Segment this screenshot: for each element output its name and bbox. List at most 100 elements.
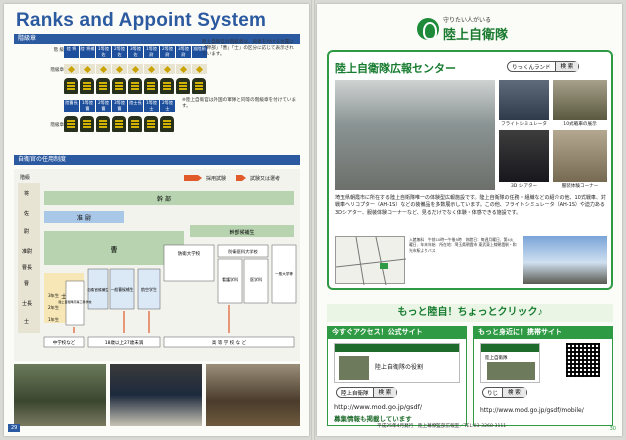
screenshot-bar [481, 344, 539, 352]
entry-label: 18歳以上27歳未満 [105, 339, 144, 346]
school-name: 防衛大学校 [178, 250, 201, 257]
shoulder-board-icon [96, 78, 110, 94]
gsdf-logo: 守りたい人がいる 陸上自衛隊 [417, 12, 527, 46]
officer-rank-row: 陸 将 陸 将補 1等陸佐 2等陸佐 3等陸佐 1等陸尉 2等陸尉 3等陸尉 准… [64, 46, 207, 58]
mobile-site-screenshot[interactable]: 陸上自衛隊 [480, 343, 540, 383]
legend-recruit-arrow [184, 175, 202, 181]
mobile-site-panel: もっと身近に！携帯サイト 陸上自衛隊 りじ 検 索 http://www.mod… [473, 326, 613, 426]
rank-col-label: 佐 [24, 210, 29, 217]
band-label: 幹 部 [157, 195, 171, 203]
shoulder-board-icon [112, 116, 126, 132]
entry-box [87, 336, 161, 348]
rank-cell: 1等陸尉 [144, 46, 159, 58]
shoulder-board-icon [80, 116, 94, 132]
shoulder-board-icon [80, 78, 94, 94]
official-search-box[interactable]: 陸上自衛隊 検 索 [336, 387, 398, 398]
cadet-label: 幹部候補生 [229, 229, 254, 236]
rank-cell: 3等陸曹 [112, 100, 127, 112]
band-warrant [44, 211, 124, 223]
official-site-screenshot[interactable]: 陸上自衛隊の役割 [334, 343, 460, 383]
gsdf-emblem-icon [417, 18, 439, 40]
rank-column [18, 183, 40, 333]
mobile-url[interactable]: http://www.mod.go.jp/gsdf/mobile/ [480, 407, 584, 414]
rank-cell: 3等陸尉 [176, 46, 191, 58]
section-header-ranks: 階級章 [14, 34, 300, 44]
photo-building [523, 236, 607, 284]
rank-col-label: 曹 [24, 280, 29, 287]
rank-cell: 1等陸曹 [80, 100, 95, 112]
school-name: 自衛官候補生 [87, 287, 109, 292]
school-name: 防衛医科大学校 [228, 248, 258, 255]
search-button[interactable]: 検 索 [502, 388, 526, 397]
official-site-header: 今すぐアクセス！公式サイト [328, 327, 466, 339]
rank-col-label: 将 [24, 190, 29, 197]
insignia-label: 階級章 [50, 123, 65, 128]
school-name: 医学科 [250, 276, 262, 282]
shoulder-board-icon [128, 116, 142, 132]
insignia-icon [192, 64, 207, 74]
insignia-icon [96, 64, 111, 74]
officer-note: 陸上自衛官の階級章は、肩章を付ける位置に「幹部」「曹」「士」の区分に応じて表示さ… [202, 40, 294, 57]
right-page: 守りたい人がいる 陸上自衛隊 陸上自衛隊広報センター りっくんランド 検 索 フ… [317, 4, 622, 436]
cadet-band [190, 225, 294, 237]
grade-label: 3年生 [48, 292, 59, 299]
mobile-search-box[interactable]: りじ 検 索 [482, 387, 527, 398]
insignia-label: 階級章 [50, 68, 65, 73]
rank-cell: 陸士長 [128, 100, 143, 112]
rank-cell: 2等陸曹 [96, 100, 111, 112]
officer-insignia-row [64, 64, 207, 74]
photo-uniform-corner [553, 130, 607, 182]
rank-cell: 陸曹長 [64, 100, 79, 112]
photo-exhibit-hall [335, 80, 495, 190]
facility-info: 入館無料 午前10時〜午後5時 休館日：毎週月曜日、第4火曜日、年末年始 所在地… [409, 237, 517, 253]
book-spine [311, 0, 315, 440]
shoulder-board-icon [160, 116, 174, 132]
rank-cell: 1等陸士 [144, 100, 159, 112]
school-name: 一般曹候補生 [111, 287, 134, 292]
shoulder-board-icon [64, 78, 78, 94]
caption: 3D シアター [510, 184, 538, 189]
school-box [109, 268, 135, 310]
enlisted-rank-row: 陸曹長 1等陸曹 2等陸曹 3等陸曹 陸士長 1等陸士 2等陸士 [64, 100, 175, 112]
search-keyword: りじ [487, 390, 499, 397]
entry-label: 高 等 学 校 な ど [212, 339, 247, 346]
appointment-flow-svg: 採用試験 試験又は選考 階級 将 佐 尉 准尉 曹長 曹 士長 士 幹 部 准 … [14, 169, 300, 361]
legend-exam-arrow [236, 175, 246, 181]
logo-name: 陸上自衛隊 [443, 27, 509, 42]
school-box [217, 258, 243, 304]
insignia-icon [112, 64, 127, 74]
screenshot-photo [487, 362, 535, 380]
search-button[interactable]: 検 索 [372, 388, 397, 397]
insignia-icon [144, 64, 159, 74]
publication-footer: 平成25年4月発行 陸上幕僚監部広報室／TEL:03-3268-3111 [377, 424, 507, 429]
photo-3d-theater [499, 130, 549, 182]
school-box [137, 268, 161, 310]
search-button[interactable]: 検 索 [554, 62, 579, 71]
flow-arrows [73, 305, 230, 333]
mobile-site-header: もっと身近に！携帯サイト [474, 327, 612, 339]
rank-cell: 准陸尉 [192, 46, 207, 58]
photo-soldiers-field [14, 364, 106, 426]
school-name: 航空学生 [141, 286, 157, 292]
legend-exam: 試験又は選考 [250, 175, 280, 182]
access-map [335, 236, 407, 286]
school-box [271, 244, 297, 304]
grade-label: 1年生 [48, 316, 59, 323]
school-name: 看護学科 [222, 276, 238, 282]
shoulder-board-icon [192, 78, 206, 94]
entry-label: 中学校など [53, 339, 76, 346]
insignia-icon [160, 64, 175, 74]
official-url[interactable]: http://www.mod.go.jp/gsdf/ [334, 403, 423, 411]
search-box[interactable]: りっくんランド 検 索 [507, 61, 580, 72]
pr-center-title: 陸上自衛隊広報センター [335, 63, 456, 75]
band-officer [44, 191, 294, 205]
band-label: 士 [61, 293, 67, 301]
shoulder-board-icon [112, 78, 126, 94]
rank-col-label: 曹長 [22, 264, 32, 271]
left-page: Ranks and Appoint System 階級章 階 級 陸 将 陸 将… [4, 4, 309, 436]
qr-code-icon[interactable] [566, 343, 600, 377]
shoulder-board-icon [160, 78, 174, 94]
school-box [163, 244, 215, 282]
band-label: 准 尉 [77, 214, 91, 222]
shoulder-board-icon [64, 116, 78, 132]
